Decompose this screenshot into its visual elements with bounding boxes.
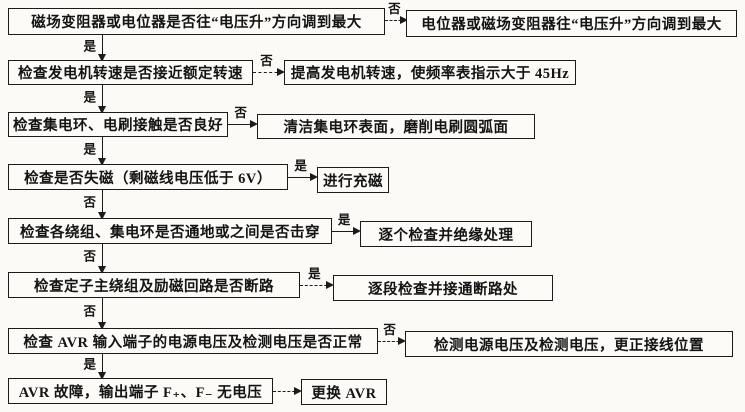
- branch-label-2: 否: [260, 54, 273, 68]
- question-box-1: 磁场变阻器或电位器是否往“电压升”方向调到最大: [8, 8, 385, 35]
- arrowhead-icon: [353, 227, 361, 236]
- branch-label-5: 是: [337, 213, 351, 227]
- arrowhead-icon: [98, 322, 107, 330]
- action-box-8: 更换 AVR: [301, 379, 387, 405]
- down-label-2: 是: [83, 90, 96, 104]
- branch-arrow-right-1: 否: [385, 3, 408, 25]
- arrowhead-icon: [294, 387, 302, 396]
- down-arrow-2: 是: [83, 85, 107, 114]
- arrowhead-icon: [400, 16, 408, 25]
- action-box-6: 逐段检查并接通断路处: [333, 275, 553, 301]
- arrowhead-icon: [98, 106, 107, 114]
- down-label-1: 是: [83, 39, 96, 53]
- arrowhead-icon: [98, 212, 107, 220]
- branch-arrow-right-6: 是: [300, 268, 334, 290]
- arrowhead-icon: [98, 266, 107, 274]
- down-label-7: 是: [83, 357, 96, 372]
- question-box-6: 检查定子主绕组及励磁回路是否断路: [8, 272, 300, 298]
- down-label-6: 否: [83, 304, 96, 319]
- action-box-3: 清洁集电环表面，磨削电刷圆弧面: [257, 114, 535, 139]
- branch-label-7: 否: [383, 323, 396, 337]
- branch-arrow-right-7: 否: [378, 324, 406, 346]
- question-box-5: 检查各绕组、集电环是否通地或之间是否击穿: [8, 218, 332, 244]
- branch-arrow-right-5: 是: [332, 214, 361, 236]
- question-box-7: 检查 AVR 输入端子的电源电压及检测电压是否正常: [8, 328, 378, 354]
- arrowhead-icon: [98, 372, 107, 380]
- branch-arrow-right-3: 否: [228, 107, 258, 129]
- branch-arrow-right-4: 是: [288, 160, 318, 182]
- branch-arrow-right-2: 否: [253, 55, 285, 77]
- action-box-5: 逐个检查并绝缘处理: [360, 221, 532, 247]
- branch-arrow-right-8: [273, 387, 302, 396]
- arrowhead-icon: [398, 337, 406, 346]
- arrowhead-icon: [310, 173, 318, 182]
- branch-label-1: 否: [388, 2, 401, 16]
- down-label-4: 否: [83, 195, 96, 210]
- down-label-3: 是: [83, 142, 96, 156]
- question-box-3: 检查集电环、电刷接触是否良好: [8, 112, 228, 137]
- down-arrow-5: 否: [83, 244, 107, 274]
- branch-label-3: 否: [234, 106, 247, 120]
- down-arrow-6: 否: [83, 298, 107, 330]
- question-box-8: AVR 故障，输出端子 F₊、F₋ 无电压: [8, 378, 273, 404]
- action-box-1: 电位器或磁场变阻器往“电压升”方向调到最大: [406, 10, 737, 37]
- arrowhead-icon: [98, 158, 107, 166]
- question-box-2: 检查发电机转速是否接近额定转速: [8, 60, 253, 85]
- branch-label-6: 是: [308, 267, 321, 281]
- down-arrow-4: 否: [83, 190, 107, 220]
- question-box-4: 检查是否失磁（剩磁线电压低于 6V）: [8, 164, 288, 190]
- arrowhead-icon: [98, 54, 107, 62]
- down-arrow-7: 是: [83, 354, 107, 380]
- arrowhead-icon: [250, 120, 258, 129]
- arrowhead-icon: [326, 281, 334, 290]
- arrowhead-icon: [277, 68, 285, 77]
- action-box-2: 提高发电机转速，使频率表指示大于 45Hz: [284, 60, 576, 85]
- down-arrow-1: 是: [83, 35, 107, 62]
- down-label-5: 否: [83, 249, 96, 264]
- branch-label-4: 是: [294, 159, 307, 173]
- down-arrow-3: 是: [83, 137, 107, 166]
- action-box-4: 进行充磁: [317, 167, 389, 193]
- action-box-7: 检测电源电压及检测电压，更正接线位置: [405, 331, 733, 357]
